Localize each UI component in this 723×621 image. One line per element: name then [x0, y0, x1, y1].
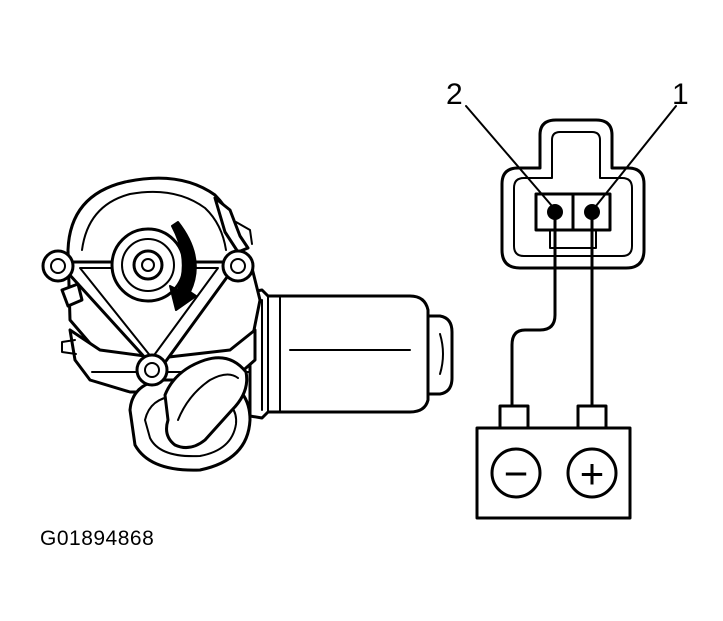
mount-boss-right	[221, 249, 255, 283]
mount-boss-bottom	[135, 353, 169, 387]
pin-2-label: 2	[446, 78, 463, 111]
battery-positive-symbol: +	[580, 450, 605, 497]
battery-negative-terminal	[498, 404, 530, 430]
battery-positive-terminal	[576, 404, 608, 430]
pin-2-leader-line	[465, 105, 553, 207]
battery-icon	[475, 404, 632, 520]
mount-boss-left	[41, 249, 75, 283]
connector-pin-1	[584, 204, 600, 220]
pin-1-label: 1	[672, 78, 689, 111]
battery-negative-symbol: −	[504, 450, 529, 497]
test-leads	[510, 218, 594, 410]
figure-id: G01894868	[40, 527, 154, 550]
connector-pin-2	[547, 204, 563, 220]
rotation-arrow-icon	[169, 221, 197, 311]
pin-1-leader-line	[595, 105, 677, 207]
connector-icon	[500, 118, 646, 270]
motor-icon	[41, 176, 454, 472]
